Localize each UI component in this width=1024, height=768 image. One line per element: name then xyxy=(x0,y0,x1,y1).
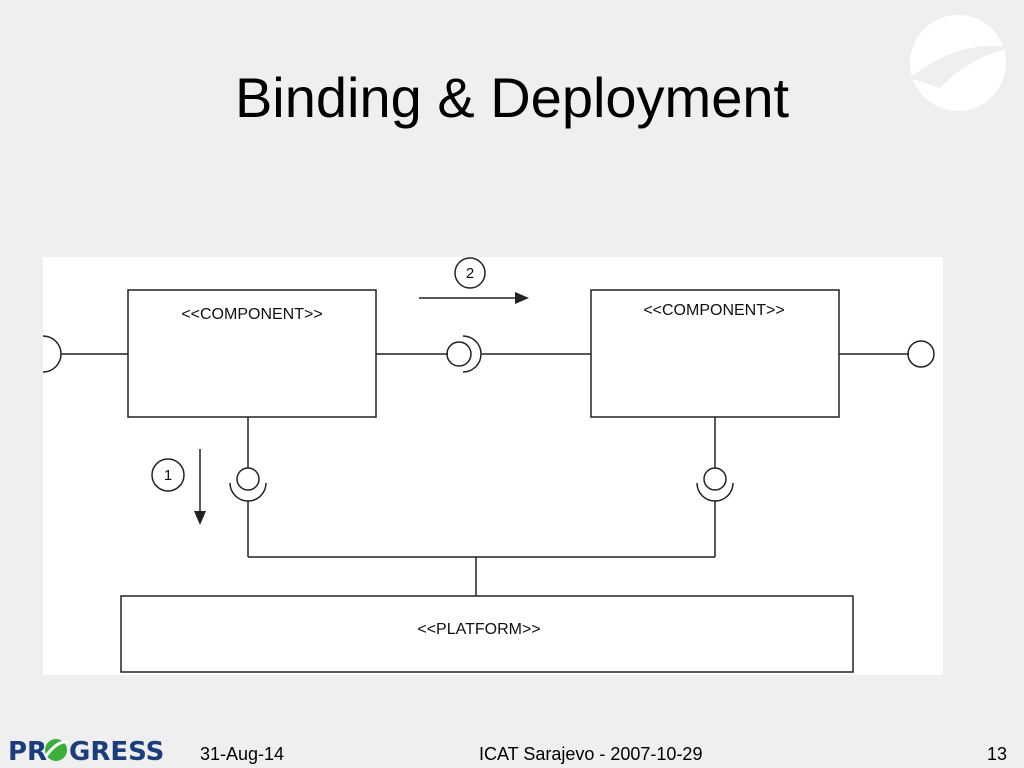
component-right-label: <<COMPONENT>> xyxy=(643,302,784,319)
step-2-label: 2 xyxy=(466,265,474,282)
right-socket-down-icon xyxy=(696,482,734,502)
progress-logo: PR GRESS xyxy=(8,737,164,766)
provided-interface-ball-icon xyxy=(446,341,472,367)
slide-title: Binding & Deployment xyxy=(234,66,790,129)
page-number: 13 xyxy=(987,744,1008,764)
platform-label: <<PLATFORM>> xyxy=(417,621,540,638)
right-ball-icon xyxy=(703,467,727,491)
step-1-circle-icon xyxy=(151,458,185,492)
footer-date: 31-Aug-14 xyxy=(200,744,285,764)
swoosh-logo-icon xyxy=(910,15,1012,111)
binding-arrowhead-icon xyxy=(515,292,529,304)
left-socket-down-icon xyxy=(229,482,267,502)
left-socket-icon xyxy=(43,335,62,373)
deployment-arrowhead-icon xyxy=(194,511,206,525)
step-2-circle-icon xyxy=(454,257,486,289)
platform-box xyxy=(120,595,854,673)
diagram-panel: <<COMPONENT>> <<COMPONENT>> <<PLATFORM>>… xyxy=(43,257,943,675)
footer-event: ICAT Sarajevo - 2007-10-29 xyxy=(479,744,703,764)
required-interface-socket-icon xyxy=(462,335,482,373)
svg-text:GRESS: GRESS xyxy=(69,737,164,766)
binding-deployment-diagram: <<COMPONENT>> <<COMPONENT>> <<PLATFORM>>… xyxy=(43,257,935,673)
right-provided-ball-icon xyxy=(907,340,935,368)
left-ball-icon xyxy=(236,467,260,491)
step-1-label: 1 xyxy=(164,467,172,484)
component-left-label: <<COMPONENT>> xyxy=(181,306,322,323)
svg-text:PR: PR xyxy=(8,737,47,766)
footer: PR GRESS 31-Aug-14 ICAT Sarajevo - 2007-… xyxy=(0,728,1024,768)
